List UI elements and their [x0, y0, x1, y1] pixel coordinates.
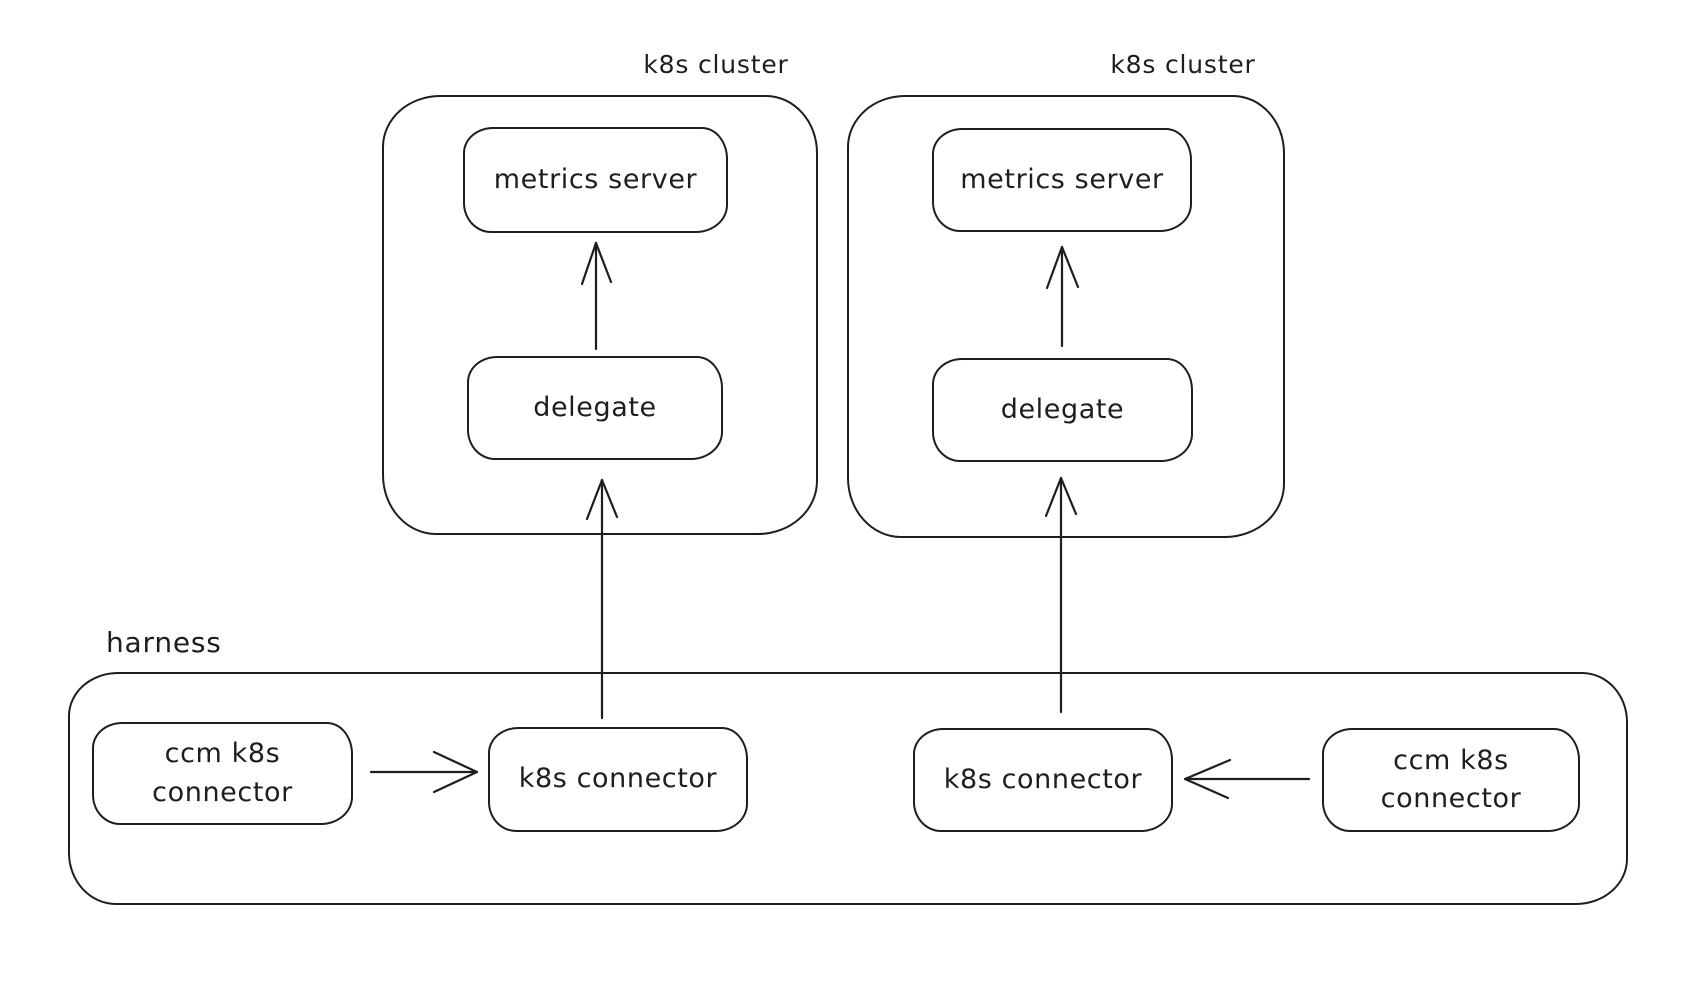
k8s-connector-node-left: k8s connector [488, 727, 748, 832]
metrics-server-node-right: metrics server [932, 128, 1192, 232]
delegate-label-right: delegate [1000, 393, 1125, 425]
ccm-k8s-connector-node-right: ccm k8s connector [1322, 728, 1580, 832]
ccm-label-line1-left: ccm k8s [164, 738, 281, 770]
k8s-connector-node-right: k8s connector [913, 728, 1173, 832]
metrics-server-label-left: metrics server [493, 163, 698, 195]
metrics-server-label-right: metrics server [960, 163, 1164, 195]
ccm-k8s-connector-label-right: ccm k8s connector [1381, 742, 1522, 819]
ccm-k8s-connector-label-left: ccm k8s connector [152, 735, 293, 812]
delegate-node-left: delegate [467, 356, 723, 460]
ccm-label-line1-right: ccm k8s [1393, 744, 1509, 776]
metrics-server-node-left: metrics server [463, 127, 728, 233]
k8s-cluster-box-left [382, 95, 818, 535]
k8s-cluster-label-left: k8s cluster [643, 50, 789, 79]
k8s-cluster-label-right: k8s cluster [1110, 50, 1256, 79]
harness-label: harness [106, 626, 222, 659]
delegate-label-left: delegate [533, 391, 657, 423]
ccm-label-line2-right: connector [1380, 783, 1522, 814]
k8s-cluster-box-right [847, 95, 1285, 538]
harness-box [68, 672, 1628, 905]
ccm-label-line2-left: connector [152, 776, 293, 808]
k8s-connector-label-right: k8s connector [943, 763, 1143, 795]
ccm-k8s-connector-node-left: ccm k8s connector [92, 722, 353, 825]
k8s-connector-label-left: k8s connector [518, 763, 718, 795]
delegate-node-right: delegate [932, 358, 1193, 462]
